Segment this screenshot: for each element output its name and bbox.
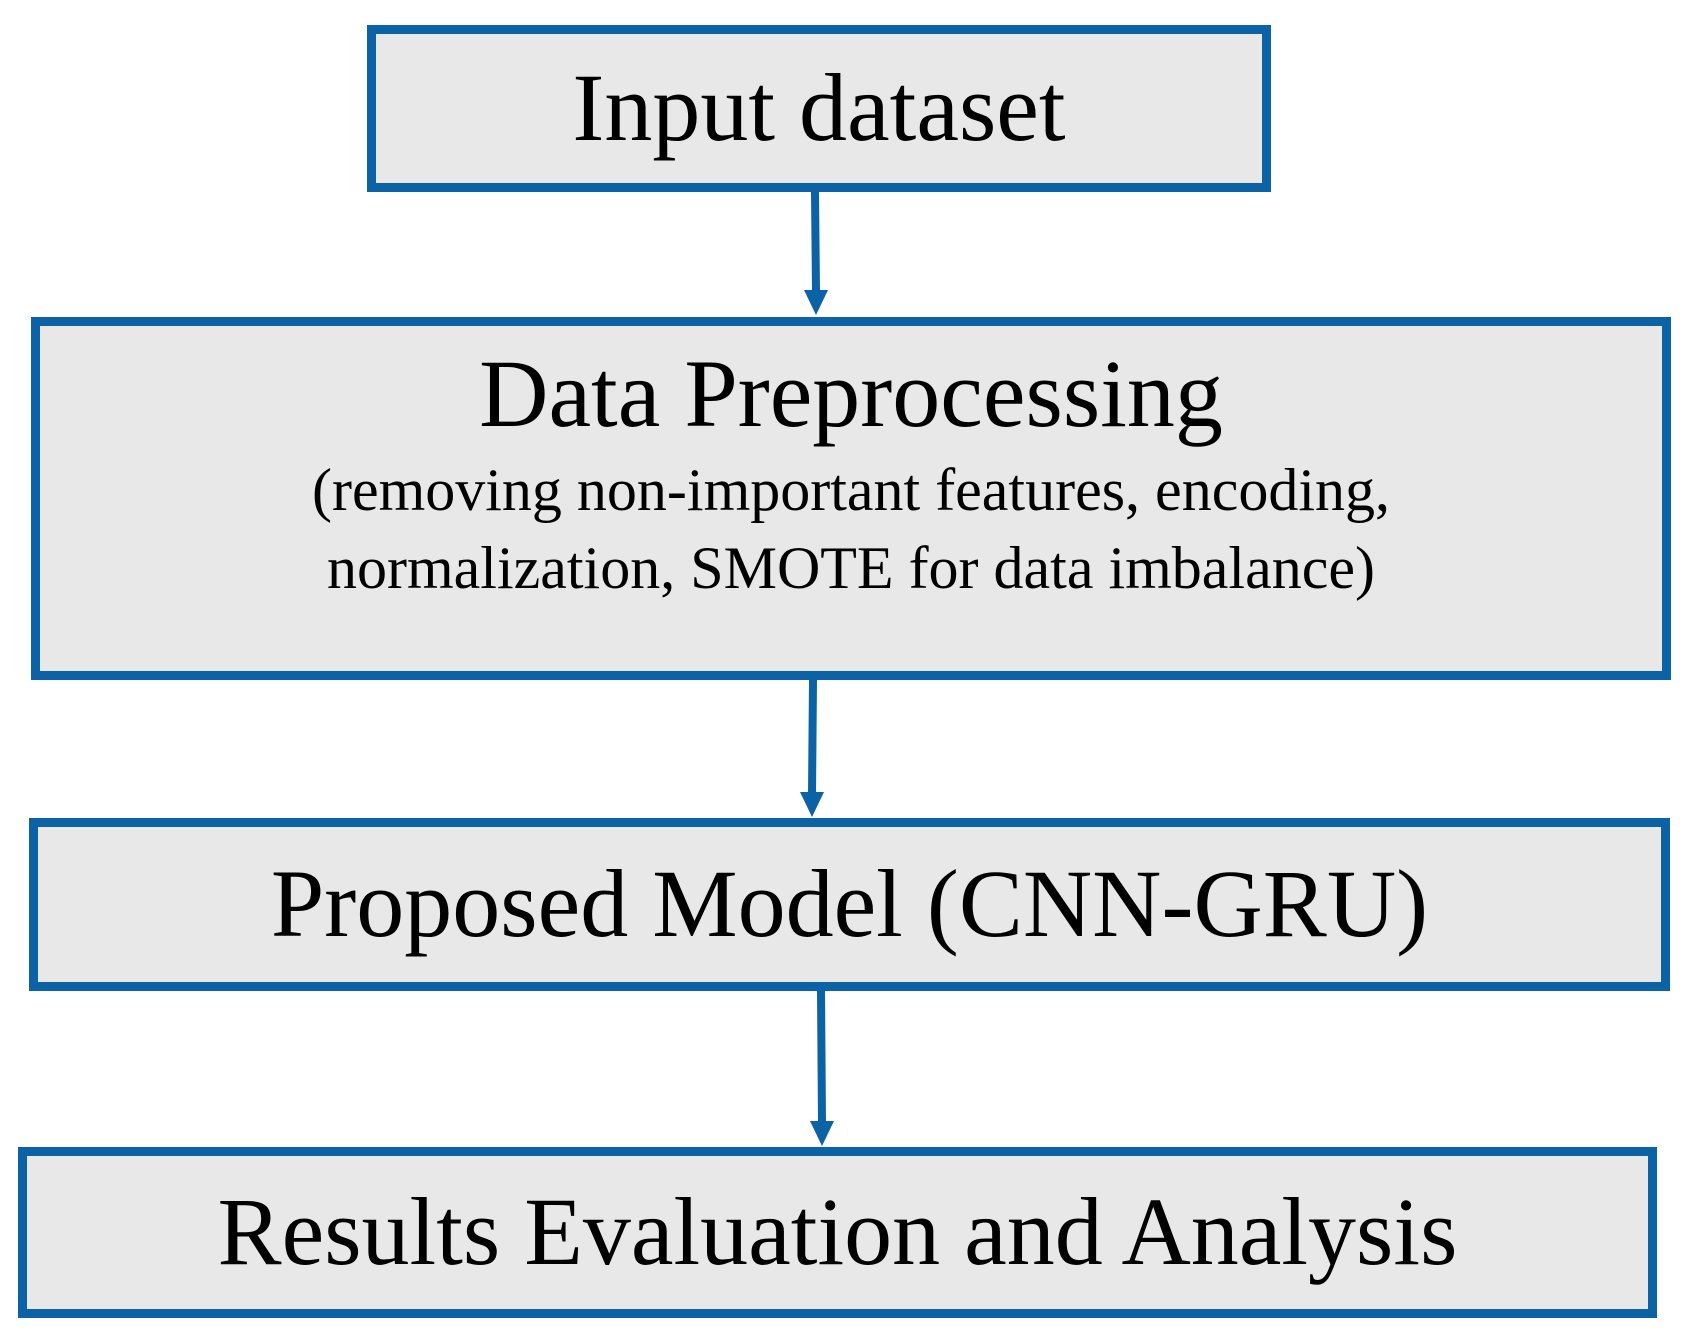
step-detail-line: normalization, SMOTE for data imbalance) [327,534,1375,601]
step-data-preprocessing: Data Preprocessing (removing non-importa… [31,317,1671,680]
arrow-model-to-results [810,990,834,1146]
step-proposed-model: Proposed Model (CNN-GRU) [29,818,1670,991]
arrow-preprocessing-to-model [800,679,824,817]
step-title: Data Preprocessing [479,340,1223,447]
arrow-input-to-preprocessing [804,191,828,315]
step-title: Input dataset [572,54,1066,162]
step-detail: (removing non-important features, encodi… [312,451,1390,607]
step-title: Proposed Model (CNN-GRU) [270,850,1429,958]
step-results-evaluation: Results Evaluation and Analysis [18,1147,1657,1318]
step-title: Results Evaluation and Analysis [217,1178,1458,1286]
step-input-dataset: Input dataset [367,25,1271,192]
step-detail-line: (removing non-important features, encodi… [311,456,1390,523]
